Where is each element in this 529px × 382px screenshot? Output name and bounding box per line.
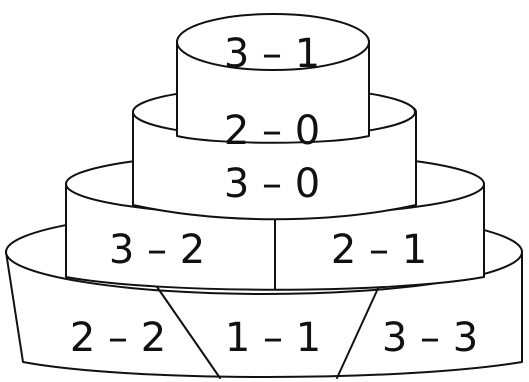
- fourth-tier-right-label: 2 – 1: [331, 227, 427, 273]
- fourth-tier-left-label: 3 – 2: [109, 227, 205, 273]
- top-tier-label: 3 – 1: [224, 31, 320, 77]
- second-tier-label: 2 – 0: [224, 108, 320, 154]
- bottom-tier-left-label: 2 – 2: [70, 315, 166, 361]
- bottom-tier-center-label: 1 – 1: [225, 315, 321, 361]
- third-tier-label: 3 – 0: [224, 161, 320, 207]
- bottom-tier-right-label: 3 – 3: [382, 315, 478, 361]
